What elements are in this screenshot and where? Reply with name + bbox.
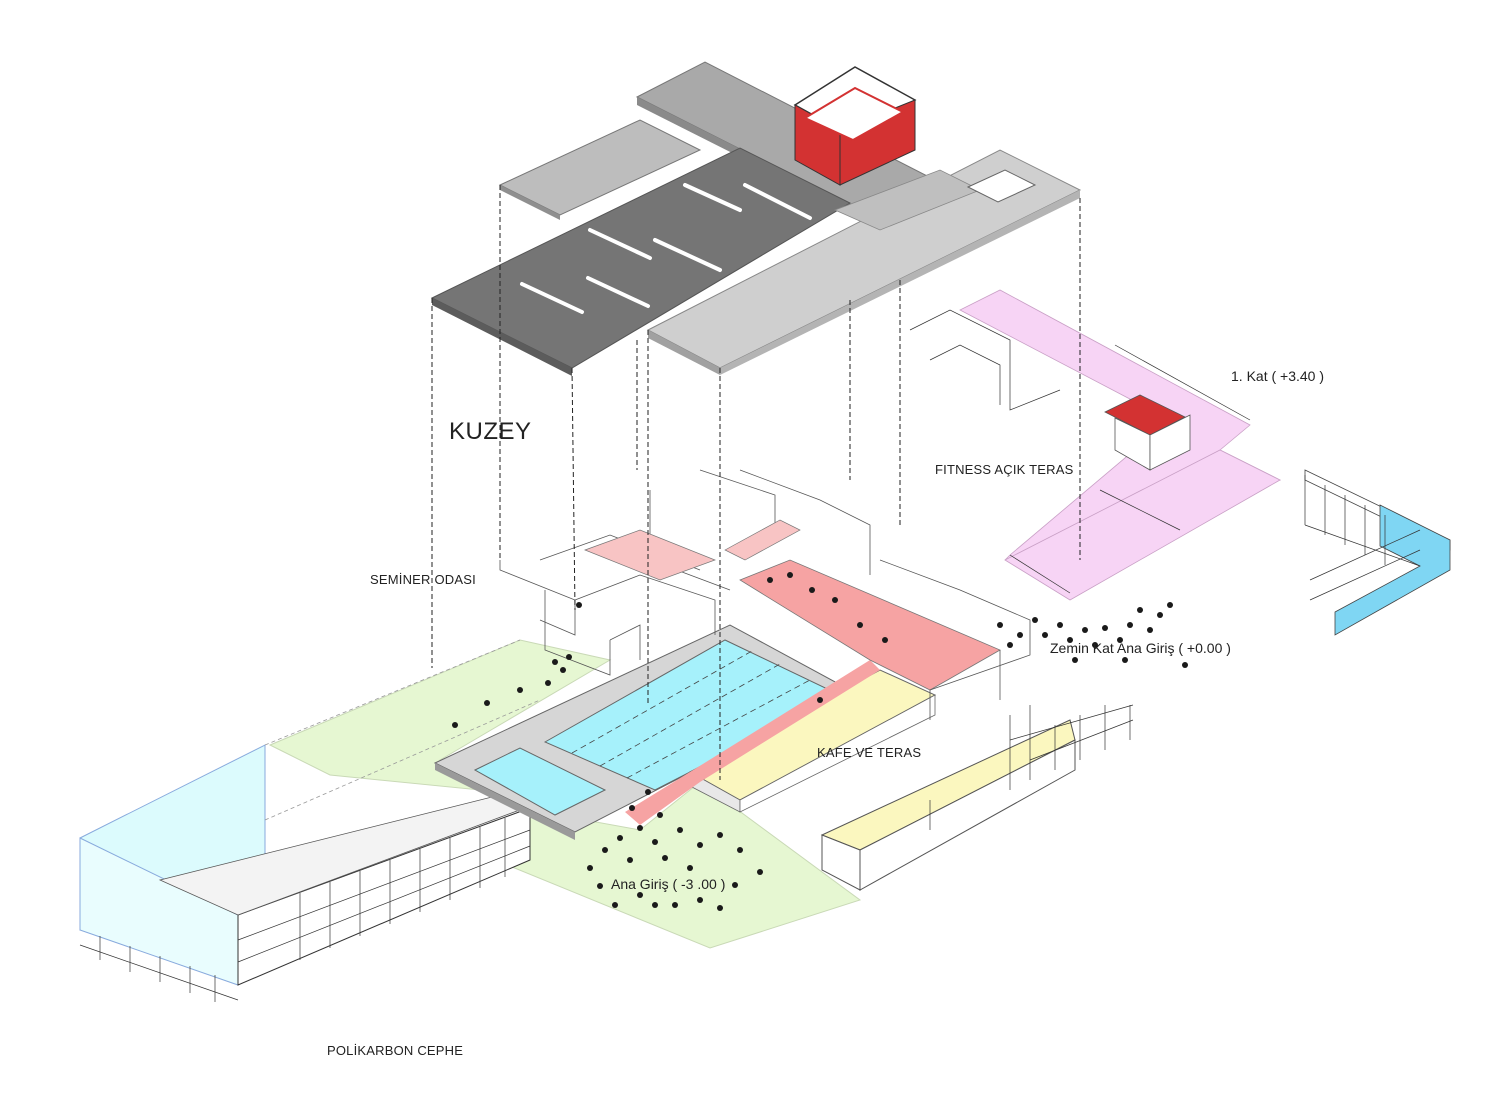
ground-entrance-label: Zemin Kat Ana Giriş ( +0.00 ) (1050, 640, 1231, 656)
seminar-room-floor (584, 529, 716, 581)
polycarbonate-facade-block (79, 639, 541, 1002)
fitness-terrace-label: FITNESS AÇIK TERAS (935, 462, 1074, 477)
cafe-terrace-label: KAFE VE TERAS (817, 745, 922, 760)
people-dots (452, 572, 1188, 911)
polycarbonate-facade-label: POLİKARBON CEPHE (327, 1043, 464, 1058)
upper-lobby-floor (724, 519, 801, 561)
fitness-terrace (909, 289, 1282, 601)
ground-lobby (739, 559, 1001, 691)
roof-light-slots (520, 183, 812, 314)
seminar-room-label: SEMİNER ODASI (370, 572, 476, 587)
facade-grid-lines (79, 818, 531, 1002)
roof-skylight (966, 169, 1037, 203)
first-floor-label: 1. Kat ( +3.40 ) (1231, 368, 1324, 384)
projection-lines (431, 185, 1081, 780)
roof-layers (430, 61, 1082, 376)
main-entrance-label: Ana Giriş ( -3 .00 ) (611, 876, 726, 892)
children-pool[interactable] (473, 747, 607, 816)
pool-lane-lines (571, 650, 811, 779)
cafe-terrace-module (820, 704, 1134, 891)
north-label: KUZEY (449, 418, 532, 445)
circulation-strip (625, 660, 880, 825)
right-facade-gallery (1304, 469, 1451, 636)
